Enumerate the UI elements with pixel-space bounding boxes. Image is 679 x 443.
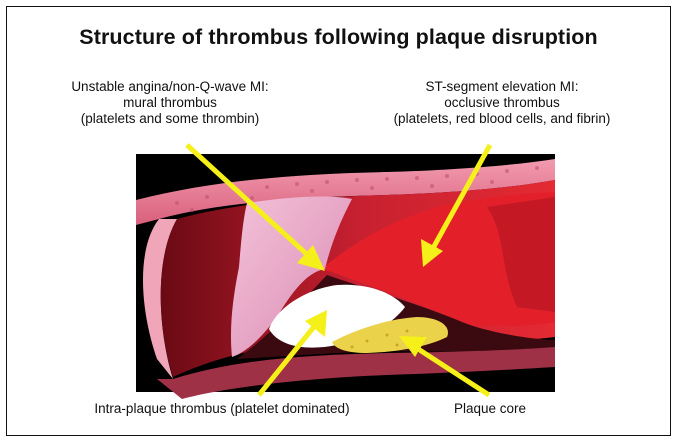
vessel-illustration xyxy=(7,7,672,437)
slide: Structure of thrombus following plaque d… xyxy=(6,6,671,436)
